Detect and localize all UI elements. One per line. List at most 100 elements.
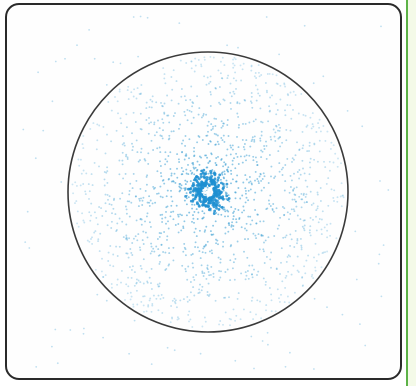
inner-particle xyxy=(162,196,164,198)
inner-particle xyxy=(291,179,293,181)
inner-particle xyxy=(183,243,185,245)
inner-particle xyxy=(166,239,168,241)
inner-particle xyxy=(159,236,161,238)
inner-particle xyxy=(301,276,303,278)
inner-particle xyxy=(159,147,161,149)
inner-particle xyxy=(184,200,186,202)
inner-particle xyxy=(127,277,129,279)
outer-particle xyxy=(379,180,381,182)
inner-particle xyxy=(211,249,213,251)
inner-particle xyxy=(82,143,84,145)
inner-particle xyxy=(227,166,229,168)
inner-particle xyxy=(235,153,237,155)
inner-particle xyxy=(271,299,273,301)
inner-particle xyxy=(321,233,323,235)
inner-particle xyxy=(178,103,180,105)
inner-particle xyxy=(151,305,153,307)
inner-particle xyxy=(320,187,322,189)
inner-particle xyxy=(221,120,223,122)
inner-particle xyxy=(176,306,178,308)
inner-particle xyxy=(245,278,247,280)
inner-particle xyxy=(194,246,196,248)
outer-particle xyxy=(380,26,382,28)
inner-particle xyxy=(117,112,119,114)
inner-particle xyxy=(295,154,297,156)
inner-particle xyxy=(158,255,160,257)
inner-particle xyxy=(211,252,213,254)
inner-particle xyxy=(295,206,297,208)
inner-particle xyxy=(321,228,323,230)
inner-particle xyxy=(191,111,193,113)
inner-particle xyxy=(140,301,142,303)
inner-particle xyxy=(331,188,333,190)
inner-particle xyxy=(192,214,194,216)
inner-particle xyxy=(96,148,98,150)
inner-particle xyxy=(194,204,196,206)
core-particle xyxy=(197,176,200,179)
inner-particle xyxy=(221,127,223,129)
outer-particle xyxy=(347,110,349,112)
inner-particle xyxy=(290,118,292,120)
inner-particle xyxy=(279,217,281,219)
outer-particle xyxy=(304,25,306,27)
inner-particle xyxy=(226,148,228,150)
inner-particle xyxy=(168,135,170,137)
inner-particle xyxy=(176,205,178,207)
inner-particle xyxy=(233,215,235,217)
inner-particle xyxy=(206,157,208,159)
inner-particle xyxy=(127,200,129,202)
outer-particle xyxy=(94,58,96,60)
inner-particle xyxy=(105,202,107,204)
inner-particle xyxy=(312,219,314,221)
core-particle xyxy=(189,187,192,190)
inner-particle xyxy=(104,171,106,173)
inner-particle xyxy=(147,152,149,154)
inner-particle xyxy=(204,59,206,61)
inner-particle xyxy=(193,279,195,281)
inner-particle xyxy=(244,174,246,176)
inner-particle xyxy=(186,192,188,194)
inner-particle xyxy=(315,270,317,272)
inner-particle xyxy=(112,208,114,210)
inner-particle xyxy=(231,224,233,226)
inner-particle xyxy=(237,298,239,300)
inner-particle xyxy=(242,182,244,184)
inner-particle xyxy=(237,156,239,158)
inner-particle xyxy=(77,159,79,161)
inner-particle xyxy=(89,128,91,130)
outer-particle xyxy=(83,328,85,330)
inner-particle xyxy=(292,199,294,201)
inner-particle xyxy=(242,68,244,70)
inner-particle xyxy=(199,284,201,286)
inner-particle xyxy=(217,69,219,71)
inner-particle xyxy=(265,304,267,306)
inner-particle xyxy=(230,206,232,208)
inner-particle xyxy=(166,115,168,117)
inner-particle xyxy=(247,216,249,218)
inner-particle xyxy=(230,173,232,175)
inner-particle xyxy=(192,102,194,104)
core-particle xyxy=(206,176,209,179)
inner-particle xyxy=(140,151,142,153)
inner-particle xyxy=(217,243,219,245)
inner-particle xyxy=(275,113,277,115)
inner-particle xyxy=(167,205,169,207)
inner-particle xyxy=(197,212,199,214)
outer-particle xyxy=(383,244,385,246)
inner-particle xyxy=(193,222,195,224)
inner-particle xyxy=(151,101,153,103)
inner-particle xyxy=(157,248,159,250)
inner-particle xyxy=(231,221,233,223)
inner-particle xyxy=(286,158,288,160)
inner-particle xyxy=(334,153,336,155)
inner-particle xyxy=(315,131,317,133)
inner-particle xyxy=(280,262,282,264)
inner-particle xyxy=(199,230,201,232)
inner-particle xyxy=(111,212,113,214)
inner-particle xyxy=(210,94,212,96)
inner-particle xyxy=(276,82,278,84)
inner-particle xyxy=(82,183,84,185)
inner-particle xyxy=(117,100,119,102)
inner-particle xyxy=(303,228,305,230)
inner-particle xyxy=(215,144,217,146)
